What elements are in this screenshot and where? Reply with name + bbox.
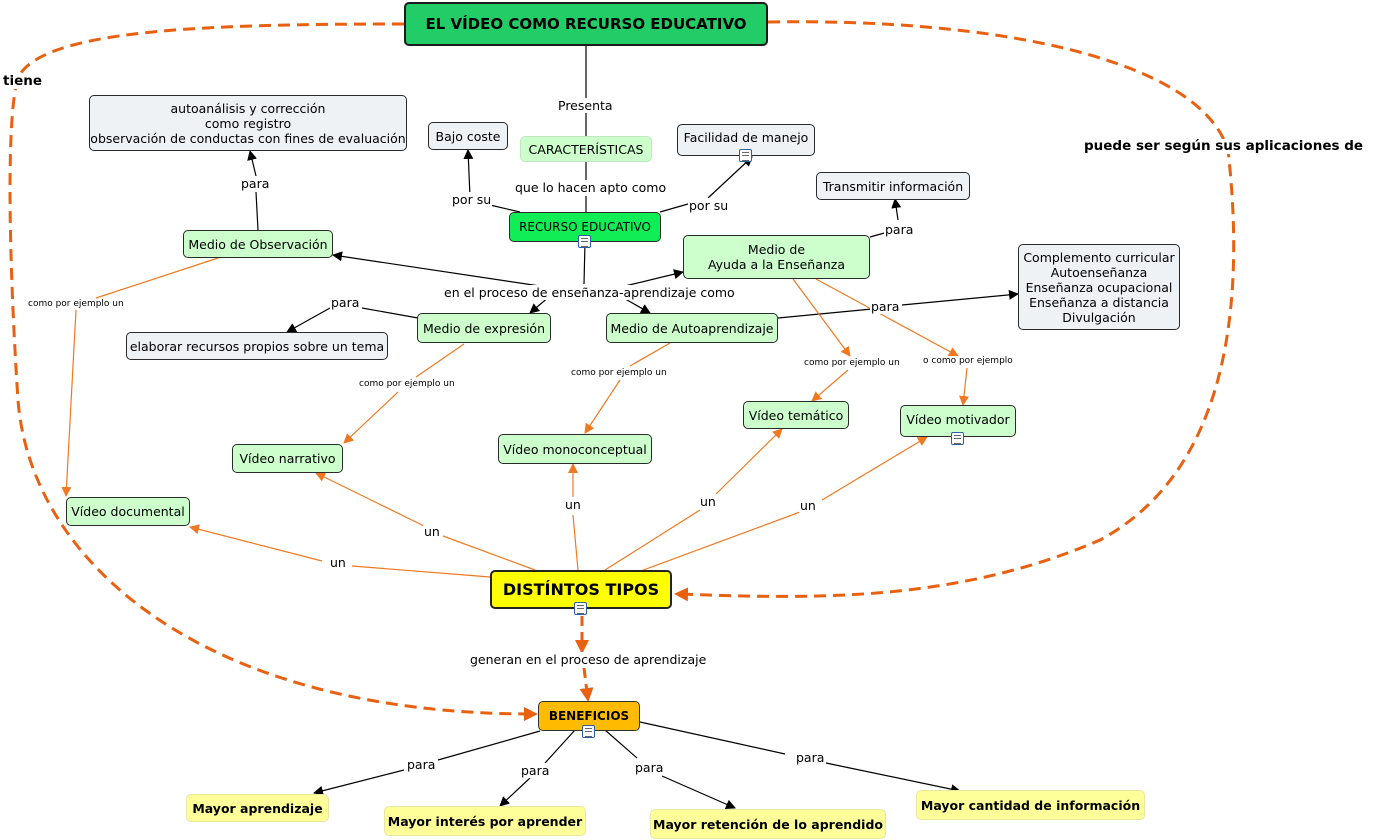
node-medio-autoaprendizaje[interactable]: Medio de Autoaprendizaje <box>606 313 778 343</box>
tiene-link <box>8 22 538 722</box>
label-o-ejemplo: o como por ejemplo <box>922 356 1014 367</box>
label-por-su: por su <box>688 198 730 213</box>
node-video-documental[interactable]: Vídeo documental <box>66 497 190 526</box>
generan-link-2 <box>579 667 594 702</box>
label-por-su: por su <box>451 192 493 207</box>
label-para: para <box>240 176 271 191</box>
node-caracteristicas[interactable]: CARACTERÍSTICAS <box>520 136 652 162</box>
node-video-motivador[interactable]: Vídeo motivador <box>900 405 1016 437</box>
label-ejemplo: como por ejemplo un <box>358 379 456 390</box>
node-complemento[interactable]: Complemento curricular Autoenseñanza Ens… <box>1018 244 1180 330</box>
label-un: un <box>799 498 817 513</box>
node-mayor-cantidad[interactable]: Mayor cantidad de información <box>916 790 1145 820</box>
node-medio-ayuda[interactable]: Medio de Ayuda a la Enseñanza <box>683 235 870 279</box>
label-para: para <box>520 763 551 778</box>
node-elaborar-recursos[interactable]: elaborar recursos propios sobre un tema <box>126 332 388 360</box>
label-ejemplo: como por ejemplo un <box>27 299 125 310</box>
label-un: un <box>423 524 441 539</box>
label-un: un <box>564 497 582 512</box>
document-icon[interactable] <box>951 432 964 445</box>
document-icon[interactable] <box>582 725 595 738</box>
label-para: para <box>884 222 915 237</box>
node-autoanalisis[interactable]: autoanálisis y corrección como registro … <box>89 95 407 151</box>
node-video-narrativo[interactable]: Vídeo narrativo <box>232 444 343 473</box>
label-un: un <box>699 494 717 509</box>
node-facilidad-manejo[interactable]: Facilidad de manejo <box>677 124 815 156</box>
label-tiene: tiene <box>2 73 44 89</box>
node-video-tematico[interactable]: Vídeo temático <box>743 401 849 429</box>
label-para: para <box>795 750 826 765</box>
node-bajo-coste[interactable]: Bajo coste <box>428 122 508 150</box>
node-video-monoconceptual[interactable]: Vídeo monoconceptual <box>498 434 652 464</box>
label-que-lo-hacen: que lo hacen apto como <box>514 180 668 195</box>
document-icon[interactable] <box>574 602 587 615</box>
label-puede-ser: puede ser según sus aplicaciones de <box>1083 138 1365 154</box>
label-proceso: en el proceso de enseñanza-aprendizaje c… <box>443 285 736 300</box>
label-ejemplo: como por ejemplo un <box>570 368 668 379</box>
label-un: un <box>329 555 347 570</box>
label-para: para <box>870 299 901 314</box>
node-medio-expresion[interactable]: Medio de expresión <box>417 313 551 343</box>
label-generan: generan en el proceso de aprendizaje <box>469 652 708 667</box>
document-icon[interactable] <box>578 235 591 248</box>
document-icon[interactable] <box>739 149 752 162</box>
node-mayor-interes[interactable]: Mayor interés por aprender <box>384 806 586 836</box>
map-title[interactable]: EL VÍDEO COMO RECURSO EDUCATIVO <box>404 2 768 46</box>
label-ejemplo: como por ejemplo un <box>803 358 901 369</box>
label-para: para <box>634 760 665 775</box>
label-para: para <box>406 757 437 772</box>
node-transmitir-informacion[interactable]: Transmitir información <box>816 172 970 200</box>
node-mayor-retencion[interactable]: Mayor retención de lo aprendido <box>650 809 886 839</box>
node-mayor-aprendizaje[interactable]: Mayor aprendizaje <box>186 794 329 822</box>
label-presenta: Presenta <box>557 98 614 113</box>
label-para: para <box>330 295 361 310</box>
node-medio-observacion[interactable]: Medio de Observación <box>183 230 333 258</box>
aplicaciones-link <box>674 20 1236 602</box>
